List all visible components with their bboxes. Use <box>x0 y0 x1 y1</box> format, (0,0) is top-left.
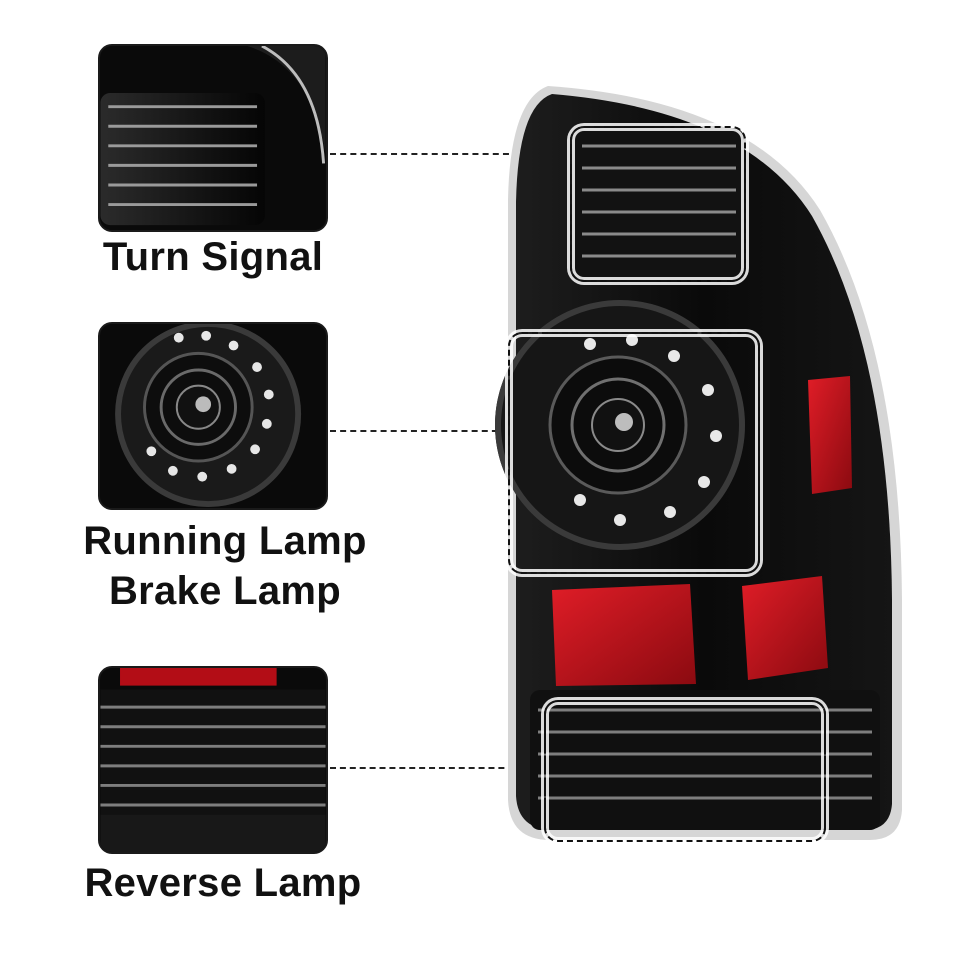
running-brake-leader-line <box>330 430 508 432</box>
tail-lamp-drawing <box>495 86 902 840</box>
brake-lamp-label: Brake Lamp <box>109 569 341 613</box>
reverse-thumbnail <box>98 666 328 854</box>
turn-signal-leader-line <box>330 153 570 155</box>
running-brake-thumbnail <box>98 322 328 510</box>
running-brake-highlight-box <box>508 332 760 574</box>
reverse-highlight-box <box>544 700 826 842</box>
reverse-closeup-image <box>100 668 326 852</box>
tail-lamp-product-image <box>490 80 910 860</box>
running-lamp-label: Running Lamp <box>83 519 367 563</box>
turn-signal-label: Turn Signal <box>102 235 324 279</box>
turn-signal-thumbnail <box>98 44 328 232</box>
running-brake-closeup-image <box>100 324 326 508</box>
turn-signal-closeup-image <box>100 46 326 230</box>
reverse-leader-line <box>330 767 544 769</box>
reverse-lamp-label: Reverse Lamp <box>84 861 362 905</box>
turn-signal-highlight-box <box>570 126 746 282</box>
